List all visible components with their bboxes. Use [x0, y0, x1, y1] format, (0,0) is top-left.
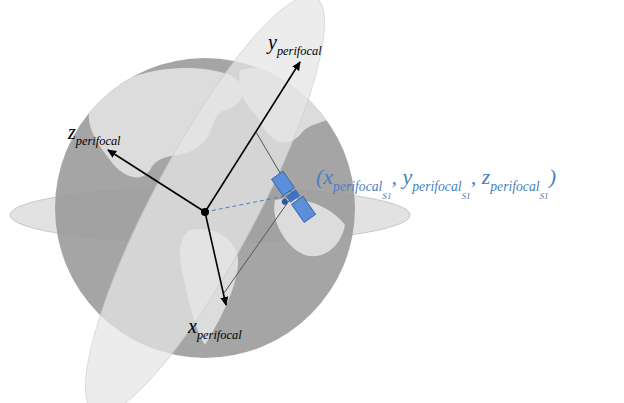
orbital-plane: [49, 0, 361, 403]
subscript: perifocal: [412, 179, 461, 194]
subscript: S1: [540, 191, 549, 201]
axis-label: zperifocal: [68, 122, 121, 148]
coordinate-label: (xperifocalS1, yperifocalS1, zperifocalS…: [316, 166, 556, 201]
perifocal-axes: [108, 62, 300, 305]
subscript: S1: [462, 191, 471, 201]
axis-symbol: z: [68, 121, 76, 143]
subscript: perifocal: [333, 179, 382, 194]
axis-symbol: , z: [471, 164, 491, 189]
axis-label: xperifocal: [188, 316, 242, 342]
subscript: perifocal: [277, 44, 322, 58]
axis-symbol: x: [188, 315, 197, 337]
origin-dot: [201, 208, 209, 216]
satellite-icon: [267, 170, 315, 226]
projection-lines: [205, 132, 293, 293]
subscript: perifocal: [490, 179, 539, 194]
subscript: perifocal: [76, 134, 121, 148]
axis-symbol: ): [549, 164, 556, 189]
axis-symbol: y: [268, 31, 277, 53]
axis-symbol: , y: [392, 164, 413, 189]
axis-label: yperifocal: [268, 32, 322, 58]
axis-symbol: (x: [316, 164, 333, 189]
subscript: S1: [382, 191, 391, 201]
subscript: perifocal: [197, 328, 242, 342]
